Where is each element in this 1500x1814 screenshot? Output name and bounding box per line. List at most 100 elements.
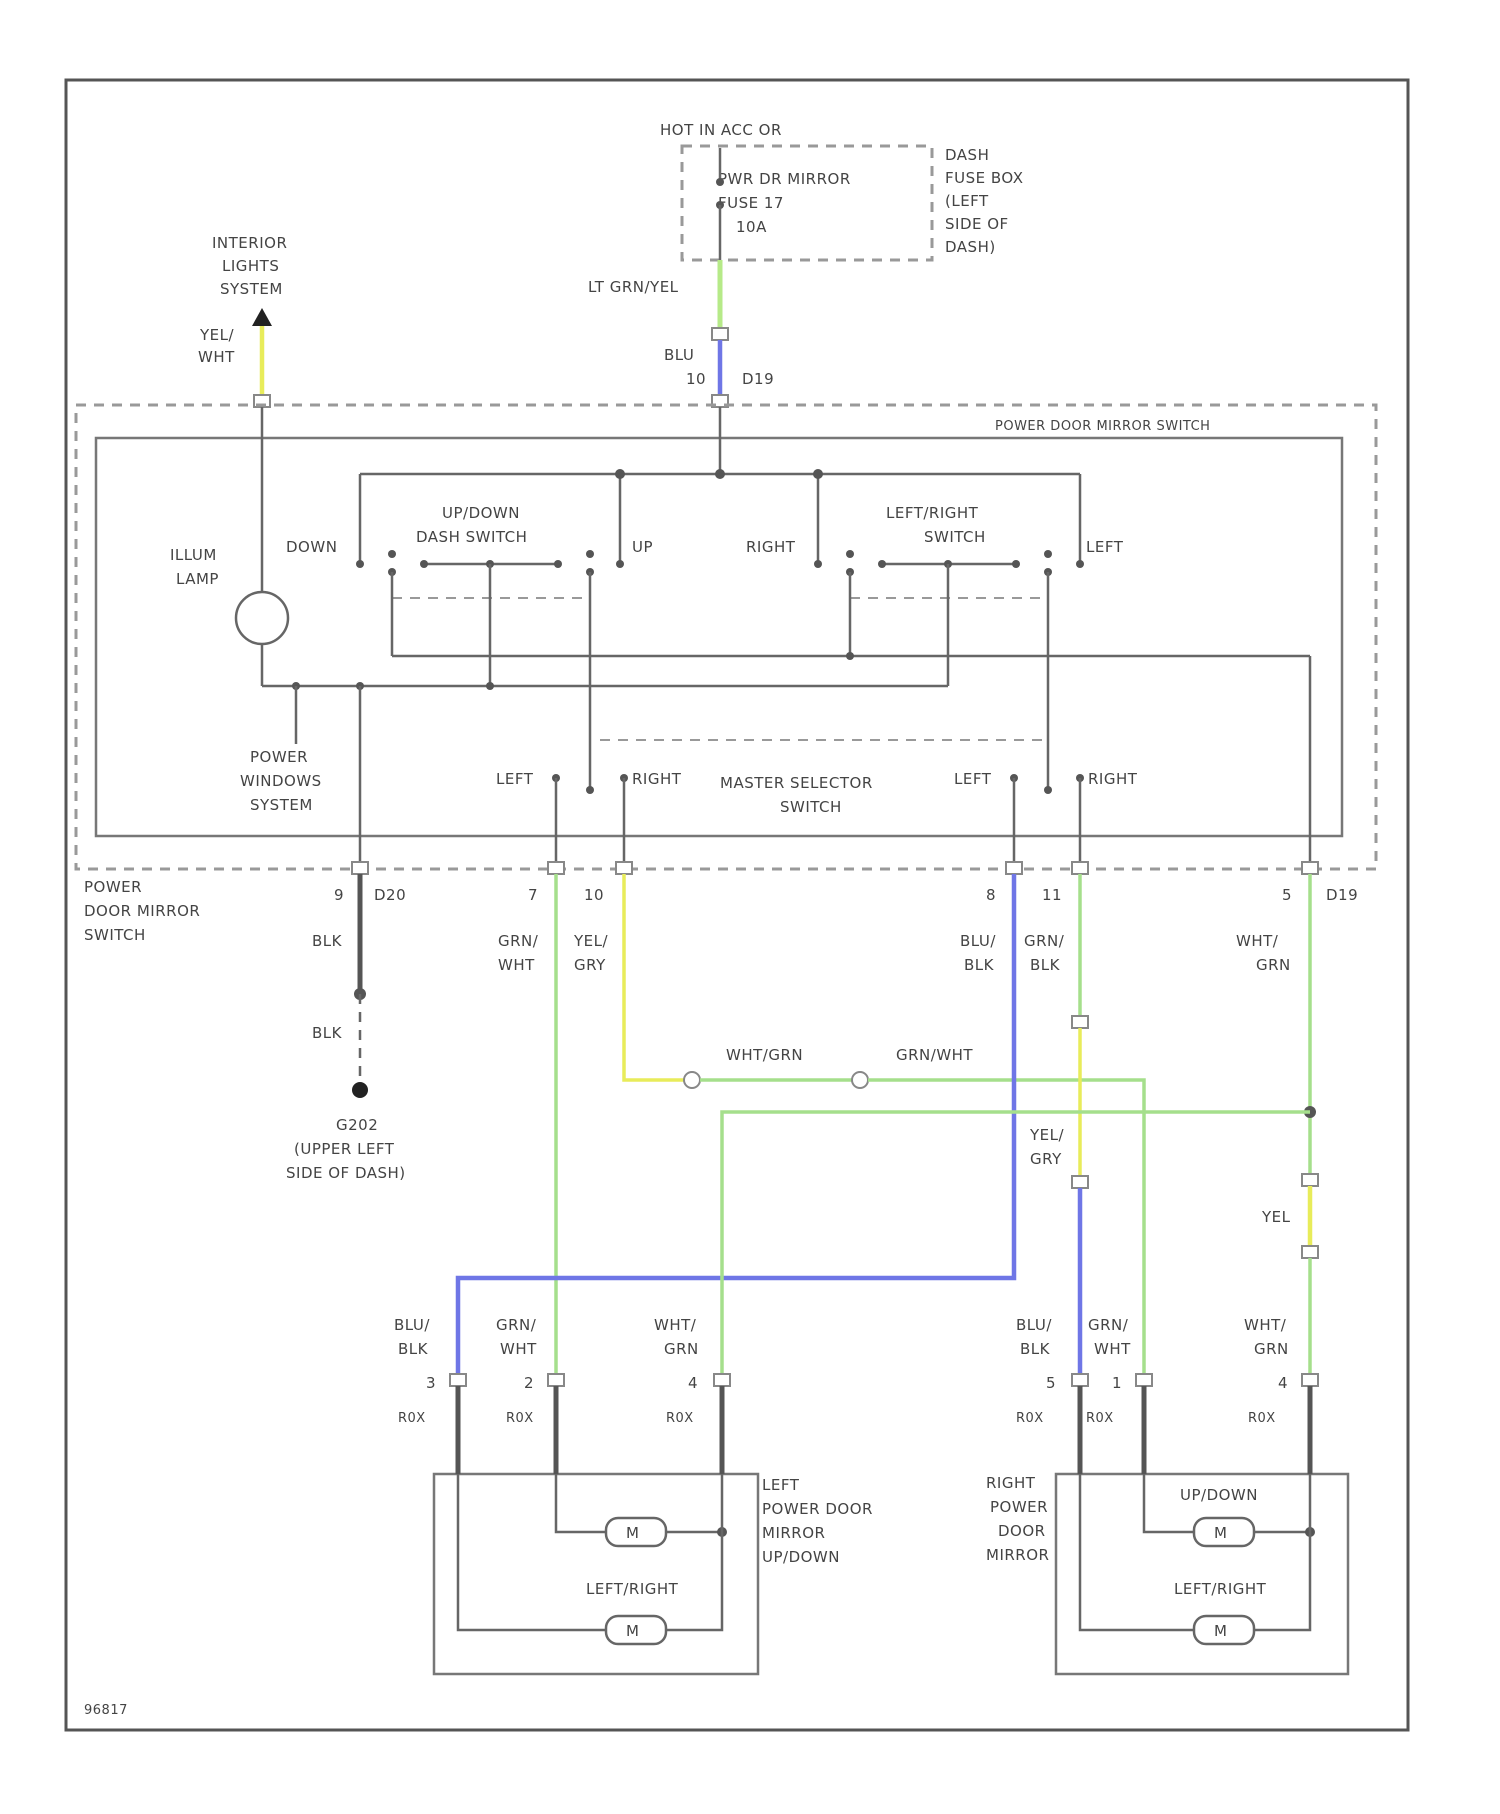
leftright-switch-label-2: SWITCH: [924, 528, 986, 546]
pin-d20-label: D20: [374, 886, 406, 904]
mpin-r4: 4: [1278, 1374, 1288, 1392]
pin-11-conn: [1072, 862, 1088, 874]
rm-motor-leftright-label: M: [1214, 1622, 1227, 1640]
rox-l3: R0X: [398, 1411, 426, 1426]
lr-bar-l: [878, 560, 886, 568]
mlabel-r-blu-blk-2: BLK: [1020, 1340, 1051, 1358]
interior-arrow-icon: [252, 308, 272, 326]
mconn-l3: [450, 1374, 466, 1386]
mlabel-blu-blk-1: BLU/: [394, 1316, 430, 1334]
pin-9-label: 9: [334, 886, 344, 904]
left-mirror-box: [434, 1474, 758, 1674]
wire-label-grn-wht-1: GRN/: [498, 932, 539, 950]
rm-wire-lower-r: [1254, 1474, 1310, 1630]
lm-label-3: MIRROR: [762, 1524, 825, 1542]
fuse-number: FUSE 17: [718, 194, 784, 212]
mlabel-r-grn-wht-1: GRN/: [1088, 1316, 1129, 1334]
pin-d19-label: D19: [1326, 886, 1358, 904]
wire-label-blu: BLU: [664, 346, 694, 364]
switch-side-label-1: POWER: [84, 878, 142, 896]
wire-label-yel: YEL/: [199, 326, 234, 344]
sel-pivot-2: [1044, 786, 1052, 794]
wire-label-lt-grn-yel: LT GRN/YEL: [588, 278, 679, 296]
fuse-box-label-5: DASH): [945, 238, 996, 256]
mconn-l2: [548, 1374, 564, 1386]
connector-c5: [1302, 1246, 1318, 1258]
updown-switch-label-1: UP/DOWN: [442, 504, 520, 522]
wire-label-wht-grn-1: WHT/: [1236, 932, 1279, 950]
connector-top-pin: 10: [686, 370, 706, 388]
bus-node-up: [615, 469, 625, 479]
wire-label-wht-grn-mid: WHT/GRN: [726, 1046, 803, 1064]
lm-wire-lower-r: [666, 1474, 722, 1630]
switch-right-label: RIGHT: [746, 538, 796, 556]
master-label-2: SWITCH: [780, 798, 842, 816]
lr-bar-r: [1012, 560, 1020, 568]
lm-leftright-label: LEFT/RIGHT: [586, 1580, 679, 1598]
rox-r4: R0X: [1248, 1411, 1276, 1426]
rm-motor-updown-label: M: [1214, 1524, 1227, 1542]
power-win-label-3: SYSTEM: [250, 796, 313, 814]
mconn-r4: [1302, 1374, 1318, 1386]
rm-label-2: POWER: [990, 1498, 1048, 1516]
fuse-box-label-2: FUSE BOX: [945, 169, 1024, 187]
sel-left-2: LEFT: [954, 770, 992, 788]
pin-7-label: 7: [528, 886, 538, 904]
wire-label-yel-gry-2: GRY: [574, 956, 606, 974]
lr-contact-1: [814, 560, 822, 568]
rox-r5: R0X: [1016, 1411, 1044, 1426]
wire-label-grn-blk-1: GRN/: [1024, 932, 1065, 950]
lr-contact-6: [1076, 560, 1084, 568]
sel-left-1: LEFT: [496, 770, 534, 788]
illum-lamp-label-2: LAMP: [176, 570, 219, 588]
pin-5-label: 5: [1282, 886, 1292, 904]
lr-contact-4: [1044, 550, 1052, 558]
wire-label-blk: BLK: [312, 932, 343, 950]
mlabel-r-wht-grn-2: GRN: [1254, 1340, 1289, 1358]
fuse-hot-label: HOT IN ACC OR: [660, 121, 782, 139]
wire-label-yel: YEL: [1261, 1208, 1291, 1226]
connector-c3: [1072, 1176, 1088, 1188]
fuse-box-label-1: DASH: [945, 146, 989, 164]
lm-wire-lower: [458, 1474, 606, 1630]
lm-wire-upper: [556, 1474, 606, 1532]
mlabel-grn-wht-1: GRN/: [496, 1316, 537, 1334]
lm-label-2: POWER DOOR: [762, 1500, 873, 1518]
diagram-frame: [66, 80, 1408, 1730]
pin-8-conn: [1006, 862, 1022, 874]
rm-wire-lower: [1080, 1474, 1194, 1630]
ud-contact-4: [586, 550, 594, 558]
mconn-r5: [1072, 1374, 1088, 1386]
lr-contact-2: [846, 550, 854, 558]
mpin-r1: 1: [1112, 1374, 1122, 1392]
mpin-l3: 3: [426, 1374, 436, 1392]
rox-r1: R0X: [1086, 1411, 1114, 1426]
wire-blu-blk-left: [458, 874, 1014, 1374]
sel-right-2: RIGHT: [1088, 770, 1138, 788]
sel-pivot-1: [586, 786, 594, 794]
illum-lamp-label-1: ILLUM: [170, 546, 217, 564]
wire-yel-gry: [624, 874, 692, 1080]
wire-label-grn-wht-mid: GRN/WHT: [896, 1046, 973, 1064]
fuse-name: PWR DR MIRROR: [718, 170, 851, 188]
mpin-r5: 5: [1046, 1374, 1056, 1392]
rox-l2: R0X: [506, 1411, 534, 1426]
ground-label-3: SIDE OF DASH): [286, 1164, 406, 1182]
ud-contact-2: [388, 550, 396, 558]
splice-2: [852, 1072, 868, 1088]
pin-5-conn: [1302, 862, 1318, 874]
interior-label-3: SYSTEM: [220, 280, 283, 298]
rm-label-1: RIGHT: [986, 1474, 1036, 1492]
wire-label-blu-blk-1: BLU/: [960, 932, 996, 950]
fuse-rating: 10A: [736, 218, 767, 236]
sel-right-1: RIGHT: [632, 770, 682, 788]
wire-label-blk-2: BLK: [312, 1024, 343, 1042]
rm-label-3: DOOR: [998, 1522, 1046, 1540]
interior-label-1: INTERIOR: [212, 234, 287, 252]
connector-top-name: D19: [742, 370, 774, 388]
wire-label-yel-gry-right-1: YEL/: [1029, 1126, 1064, 1144]
mlabel-grn-wht-2: WHT: [500, 1340, 537, 1358]
bus-node-right: [813, 469, 823, 479]
connector-c4: [1302, 1174, 1318, 1186]
